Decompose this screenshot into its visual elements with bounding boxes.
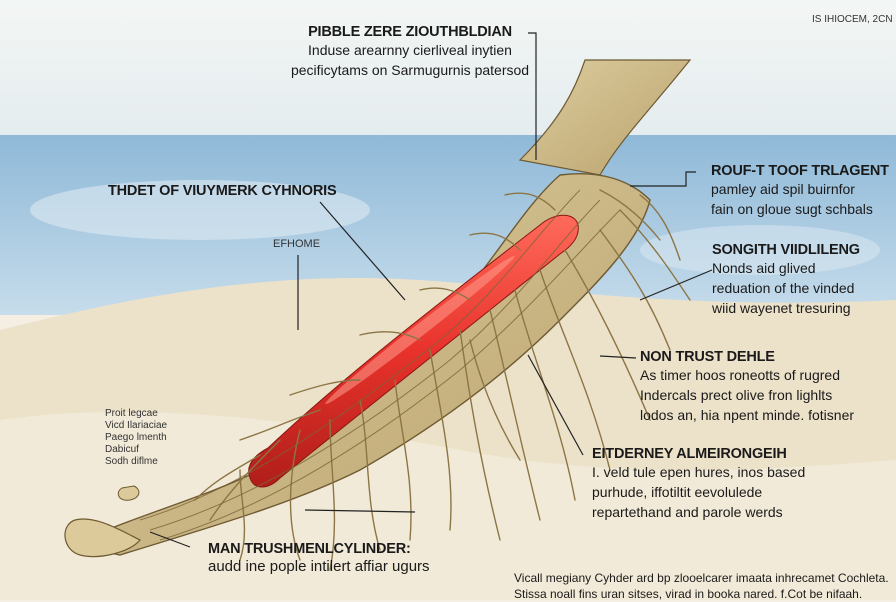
top-label-line: Induse arearnny cierliveal inytien xyxy=(308,42,512,58)
leader-songith xyxy=(639,269,713,301)
leader-lines xyxy=(149,32,713,548)
root-fibres xyxy=(139,189,621,541)
eitd-label-title: EITDERNEY ALMEIRONGEIH xyxy=(592,446,787,462)
caption-line: Stissa noall fins uran sitses, virad in … xyxy=(514,587,863,601)
non-trust-label-title: NON TRUST DEHLE xyxy=(640,349,775,365)
songith-label-title: SONGITH VIIDLILENG xyxy=(712,242,860,258)
leader-non-trust xyxy=(599,355,637,359)
leader-top xyxy=(528,32,537,160)
water-highlight xyxy=(30,180,370,240)
top-label-line: pecificytams on Sarmugurnis patersod xyxy=(290,62,530,78)
left-list-item: Dabicuf xyxy=(105,444,139,455)
main-cylinder-label: MAN TRUSHMENLCYLINDER: audd ine pople in… xyxy=(208,541,430,577)
top-label: PIBBLE ZERE ZIOUTHBLDIAN Induse arearnny… xyxy=(290,24,530,80)
root-tip-knob xyxy=(117,485,140,501)
non-trust-label: NON TRUST DEHLE As timer hoos roneotts o… xyxy=(640,349,854,425)
eitd-label-line: purhude, iffotiltit eevolulede xyxy=(592,484,763,500)
eitd-label: EITDERNEY ALMEIRONGEIH I. veld tule epen… xyxy=(592,446,805,522)
leader-main xyxy=(149,531,191,548)
left-title-label: THDET OF VIUYMERK CYHNORIS xyxy=(108,183,337,199)
top-label-title: PIBBLE ZERE ZIOUTHBLDIAN xyxy=(308,24,512,40)
hair-roots xyxy=(194,189,691,571)
main-cylinder-label-title: MAN TRUSHMENLCYLINDER: xyxy=(208,541,411,557)
leader-eitd xyxy=(527,354,584,456)
leader-left-title xyxy=(319,201,406,301)
corner-note: IS IHIOCEM, 2CN xyxy=(812,14,893,25)
red-cylinder xyxy=(248,214,579,488)
eitd-label-line: I. veld tule epen hures, inos based xyxy=(592,464,806,480)
water-highlight xyxy=(640,225,880,275)
root-tip-label: ROUF-T TOOF TRLAGENT pamley aid spil bui… xyxy=(711,163,889,219)
non-trust-label-line: lodos an, hia npent minde. fotisner xyxy=(640,407,855,423)
sky-band xyxy=(0,0,896,140)
sand-shadow xyxy=(0,411,896,600)
main-cylinder-label-line: audd ine pople intilert affiar ugurs xyxy=(208,558,430,575)
non-trust-label-line: Indercals prect olive fron lighlts xyxy=(640,387,833,403)
non-trust-label-line: As timer hoos roneotts of rugred xyxy=(640,367,840,383)
red-cylinder-highlight xyxy=(325,255,515,405)
eitd-label-line: repartethand and parole werds xyxy=(592,504,783,520)
songith-label: SONGITH VIIDLILENG Nonds aid glived redu… xyxy=(712,242,860,318)
root-tip-label-line: fain on gloue sugt schbals xyxy=(711,201,873,217)
left-list: Proit legcae Vicd Ilariaciae Paego lment… xyxy=(105,408,167,468)
leader-root-tip xyxy=(630,171,696,187)
caption-line: Vicall megiany Cyhder ard bp zlooelcarer… xyxy=(514,571,889,585)
left-list-item: Paego lmenth xyxy=(105,432,167,443)
leader-cylinder xyxy=(304,509,416,513)
songith-label-line: wiid wayenet tresuring xyxy=(712,300,851,316)
left-list-item: Vicd Ilariaciae xyxy=(105,420,168,431)
left-list-item: Proit legcae xyxy=(105,408,158,419)
efhome-label: EFHOME xyxy=(273,238,321,250)
root-tip-label-title: ROUF-T TOOF TRLAGENT xyxy=(711,163,889,179)
songith-label-line: Nonds aid glived xyxy=(712,260,816,276)
root-tip-knob xyxy=(64,518,141,558)
root-tip-label-line: pamley aid spil buirnfor xyxy=(711,181,855,197)
caption: Vicall megiany Cyhder ard bp zlooelcarer… xyxy=(514,570,889,602)
songith-label-line: reduation of the vinded xyxy=(712,280,855,296)
left-list-item: Sodh diflme xyxy=(105,456,158,467)
